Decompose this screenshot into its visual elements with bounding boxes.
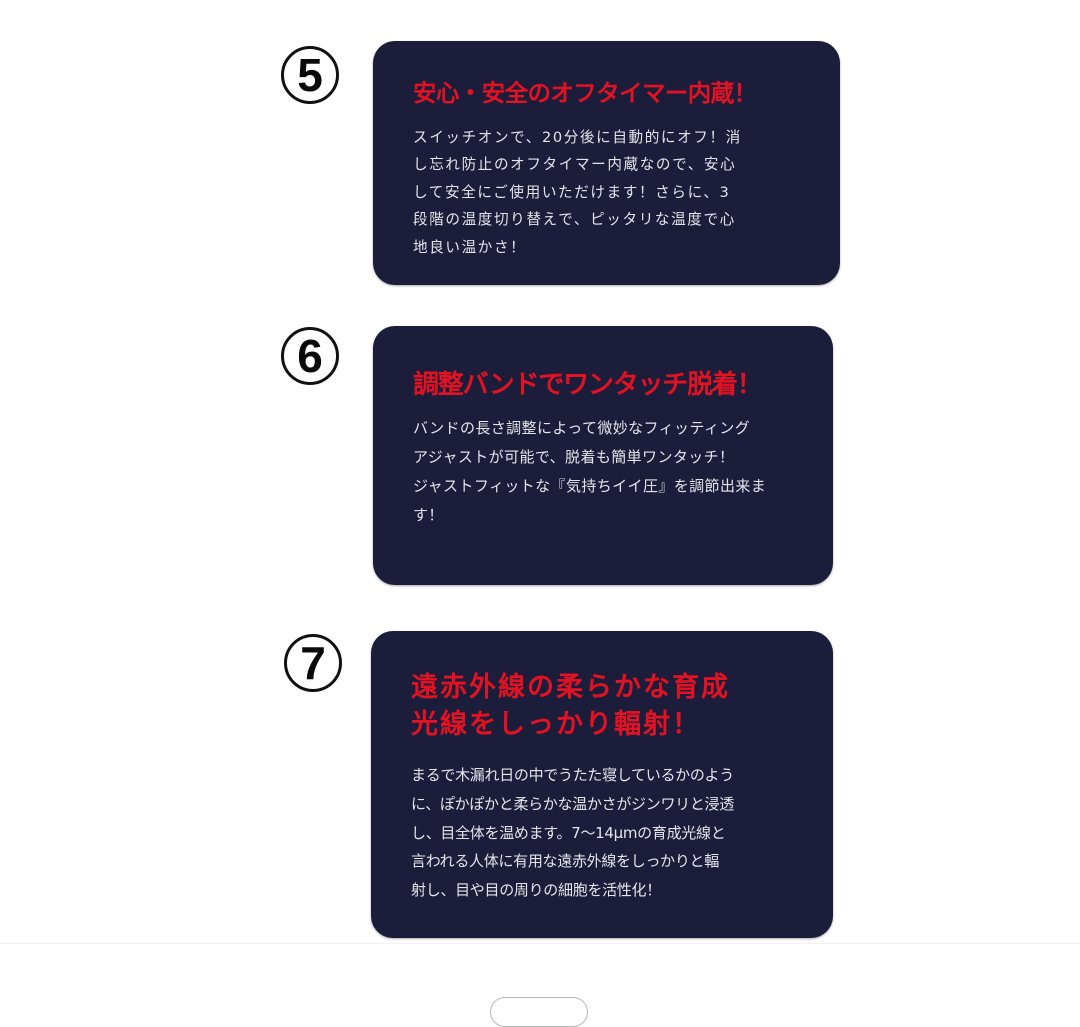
feature-number: 6 [297, 330, 323, 382]
feature-title-line: 調整バンドでワンタッチ脱着！ [413, 370, 763, 400]
feature-description-line: 地良い温かさ！ [413, 238, 527, 256]
feature-description-line: まるで木漏れ日の中でうたた寝しているかのよう [411, 766, 734, 784]
feature-title-line: 光線をしっかり輻射！ [411, 709, 701, 740]
feature-description-line: バンドの長さ調整によって微妙なフィッティング [413, 419, 751, 437]
feature-description: スイッチオンで、20分後に自動的にオフ！消 し忘れ防止のオフタイマー内蔵なので、… [413, 124, 742, 261]
feature-number-badge-5: 5 [281, 46, 339, 104]
feature-description-line: ジャストフィットな『気持ちイイ圧』を調節出来ま [413, 477, 767, 495]
feature-number: 7 [300, 637, 326, 689]
feature-card-off-timer: 安心・安全のオフタイマー内蔵！ スイッチオンで、20分後に自動的にオフ！消 し忘… [373, 41, 840, 285]
feature-description-line: す！ [413, 506, 444, 524]
feature-description-line: に、ぽかぽかと柔らかな温かさがジンワリと浸透 [411, 794, 734, 813]
feature-description-line: して安全にご使用いただけます！さらに、3 [413, 183, 731, 201]
feature-description-line: アジャストが可能で、脱着も簡単ワンタッチ！ [413, 448, 735, 466]
feature-description-line: し忘れ防止のオフタイマー内蔵なので、安心 [413, 156, 737, 174]
feature-description-line: 言われる人体に有用な遠赤外線をしっかりと輻 [411, 852, 719, 871]
feature-description-line: 段階の温度切り替えで、ピッタリな温度で心 [413, 211, 736, 229]
feature-description-line: スイッチオンで、20分後に自動的にオフ！消 [413, 129, 742, 146]
feature-number: 5 [297, 49, 323, 101]
feature-description-line: 射し、目や目の周りの細胞を活性化！ [411, 881, 661, 900]
feature-title: 安心・安全のオフタイマー内蔵！ [413, 74, 757, 108]
feature-number-badge-6: 6 [281, 327, 339, 385]
feature-number-badge-7: 7 [284, 634, 342, 692]
feature-title: 遠赤外線の柔らかな育成 光線をしっかり輻射！ [411, 669, 730, 743]
feature-title-line: 安心・安全のオフタイマー内蔵！ [413, 79, 757, 107]
feature-card-adjustable-band: 調整バンドでワンタッチ脱着！ バンドの長さ調整によって微妙なフィッティング アジ… [373, 326, 833, 585]
feature-description: バンドの長さ調整によって微妙なフィッティング アジャストが可能で、脱着も簡単ワン… [413, 414, 766, 530]
feature-title: 調整バンドでワンタッチ脱着！ [413, 364, 763, 401]
feature-description: まるで木漏れ日の中でうたた寝しているかのよう に、ぽかぽかと柔らかな温かさがジン… [411, 761, 734, 905]
feature-description-line: し、目全体を温めます。7〜14μmの育成光線と [411, 823, 726, 842]
feature-title-line: 遠赤外線の柔らかな育成 [411, 672, 730, 703]
pill-button-edge[interactable] [490, 997, 588, 1027]
feature-card-far-infrared: 遠赤外線の柔らかな育成 光線をしっかり輻射！ まるで木漏れ日の中でうたた寝してい… [371, 631, 833, 938]
section-divider [0, 943, 1080, 944]
